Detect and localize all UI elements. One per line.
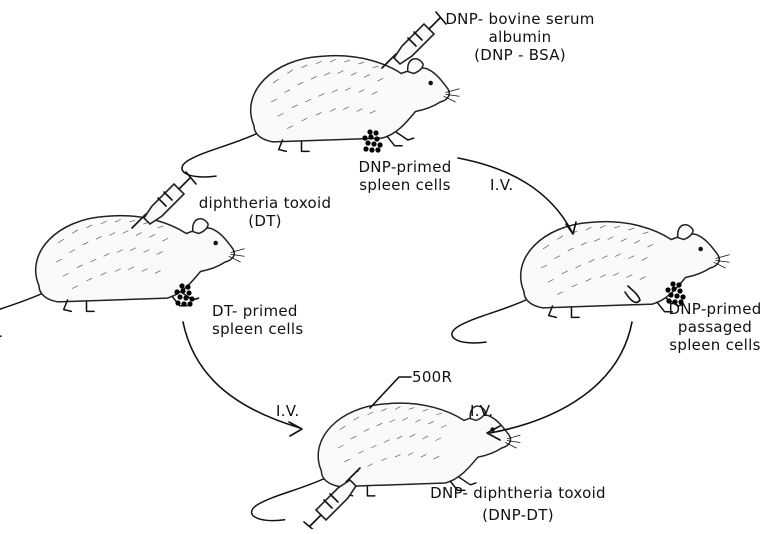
dt-primed-label-line2: spleen cells [212,320,303,338]
dnp-dt-label-line2: (DNP-DT) [418,506,618,524]
dnp-primed-label: DNP-primed spleen cells [345,158,465,194]
arrow-top-to-right [458,158,576,234]
dnp-bsa-label-line2: albumin [430,28,610,46]
dt-primed-label-line1: DT- primed [212,302,303,320]
dt-label: diphtheria toxoid (DT) [195,194,335,230]
passaged-label-line3: spleen cells [662,336,768,354]
iv-label-right: I.V. [470,402,494,420]
dnp-bsa-label-line1: DNP- bovine serum [430,10,610,28]
dt-label-line2: (DT) [195,212,335,230]
iv-label-top: I.V. [490,176,514,194]
passaged-label-line1: DNP-primed [662,300,768,318]
passaged-label: DNP-primed passaged spleen cells [662,300,768,354]
dnp-primed-label-line1: DNP-primed [345,158,465,176]
dnp-primed-label-line2: spleen cells [345,176,465,194]
dnp-dt-label-line1: DNP- diphtheria toxoid [418,484,618,502]
dose-label: 500R [412,368,452,386]
passaged-label-line2: passaged [662,318,768,336]
dt-label-line1: diphtheria toxoid [195,194,335,212]
arrow-right-to-bottom [487,322,632,440]
dnp-bsa-label: DNP- bovine serum albumin (DNP - BSA) [430,10,610,64]
iv-label-left: I.V. [276,402,300,420]
dnp-dt-label: DNP- diphtheria toxoid (DNP-DT) [418,484,618,524]
rat-left [0,216,244,337]
dt-primed-label: DT- primed spleen cells [212,302,303,338]
dnp-bsa-label-line3: (DNP - BSA) [430,46,610,64]
